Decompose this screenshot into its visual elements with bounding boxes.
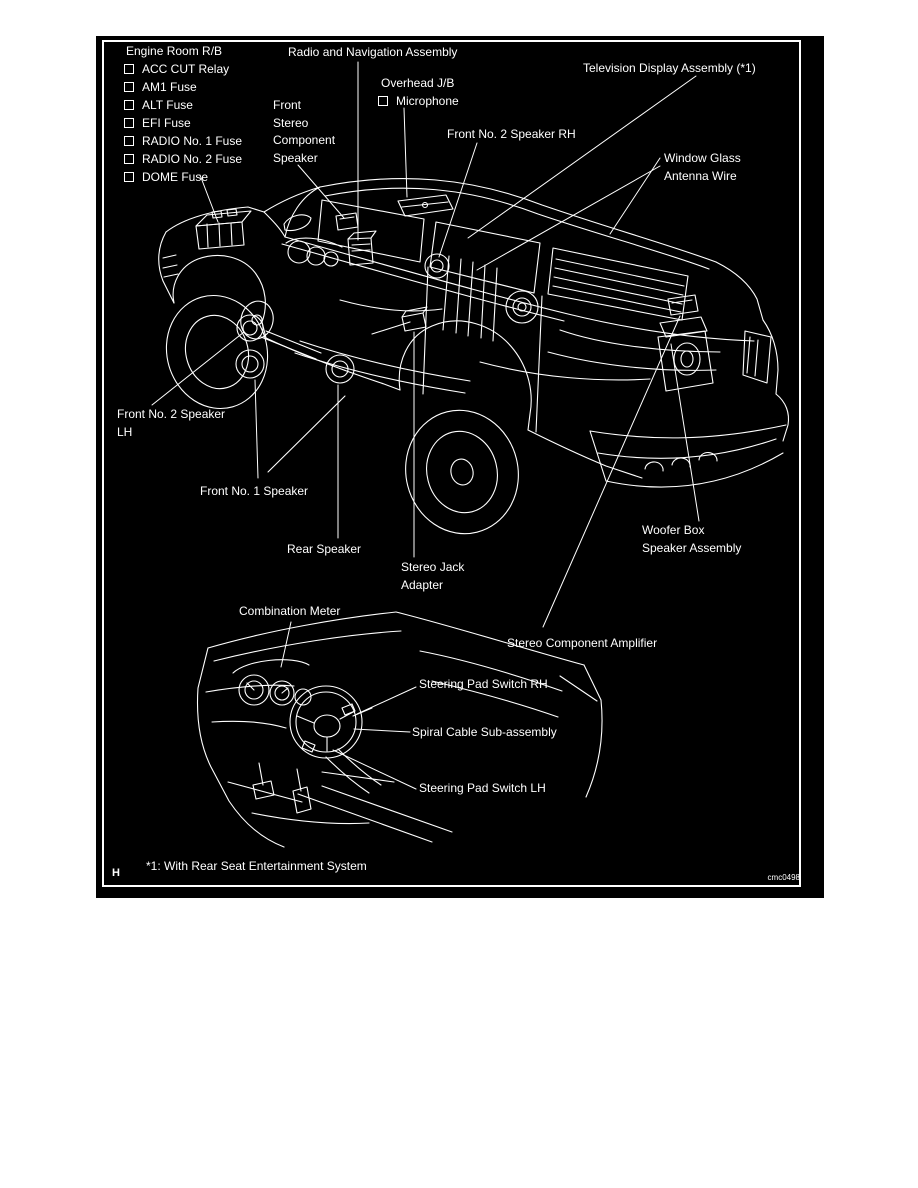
overhead-jb-title: Overhead J/B <box>381 76 455 90</box>
callout-front-no2-speaker-lh: Front No. 2 Speaker LH <box>117 407 226 439</box>
callout-stereo-component-amplifier: Stereo Component Amplifier <box>507 636 658 650</box>
callout-window-glass-antenna-wire: Window Glass Antenna Wire <box>664 151 741 183</box>
legend-item-label: EFI Fuse <box>142 116 191 130</box>
legend-item: EFI Fuse <box>124 114 242 132</box>
legend-item: ACC CUT Relay <box>124 60 242 78</box>
engine-room-legend: Engine Room R/B ACC CUT Relay AM1 Fuse A… <box>124 42 242 186</box>
checkbox-icon <box>124 64 134 74</box>
callout-front-no2-speaker-rh: Front No. 2 Speaker RH <box>447 127 576 141</box>
checkbox-icon <box>124 136 134 146</box>
checkbox-icon <box>378 96 388 106</box>
callout-woofer-box-speaker-assembly: Woofer Box Speaker Assembly <box>642 523 742 555</box>
callout-front-no1-speaker: Front No. 1 Speaker <box>200 484 309 498</box>
checkbox-icon <box>124 172 134 182</box>
diagram-border <box>102 40 801 887</box>
figure-code: cmc0498 <box>767 873 800 882</box>
overhead-jb-legend: Overhead J/B Microphone <box>378 75 459 110</box>
page-letter: H <box>112 867 120 879</box>
checkbox-icon <box>124 154 134 164</box>
callout-combination-meter: Combination Meter <box>239 604 341 618</box>
legend-item: Microphone <box>378 92 459 110</box>
legend-item: DOME Fuse <box>124 168 242 186</box>
checkbox-icon <box>124 82 134 92</box>
checkbox-icon <box>124 100 134 110</box>
legend-item: ALT Fuse <box>124 96 242 114</box>
footnote: *1: With Rear Seat Entertainment System <box>146 859 367 873</box>
legend-item-label: ACC CUT Relay <box>142 62 230 76</box>
legend-item-label: AM1 Fuse <box>142 80 197 94</box>
legend-item-label: RADIO No. 2 Fuse <box>142 152 243 166</box>
legend-item-label: ALT Fuse <box>142 98 193 112</box>
legend-item: AM1 Fuse <box>124 78 242 96</box>
legend-item: RADIO No. 2 Fuse <box>124 150 242 168</box>
legend-item-label: DOME Fuse <box>142 170 209 184</box>
legend-item-label: RADIO No. 1 Fuse <box>142 134 243 148</box>
engine-room-title: Engine Room R/B <box>126 44 223 58</box>
callout-radio-nav-assembly: Radio and Navigation Assembly <box>288 45 458 59</box>
legend-item-label: Microphone <box>396 94 459 108</box>
callout-steering-pad-switch-rh: Steering Pad Switch RH <box>419 677 548 691</box>
callout-tv-display-assembly: Television Display Assembly (*1) <box>583 61 756 75</box>
callout-stereo-jack-adapter: Stereo Jack Adapter <box>401 560 465 592</box>
callout-front-stereo-component-speaker: Front Stereo Component Speaker <box>273 98 336 165</box>
callout-spiral-cable-subassembly: Spiral Cable Sub-assembly <box>412 725 557 739</box>
legend-item: RADIO No. 1 Fuse <box>124 132 242 150</box>
callout-steering-pad-switch-lh: Steering Pad Switch LH <box>419 781 546 795</box>
callout-rear-speaker: Rear Speaker <box>287 542 362 556</box>
checkbox-icon <box>124 118 134 128</box>
